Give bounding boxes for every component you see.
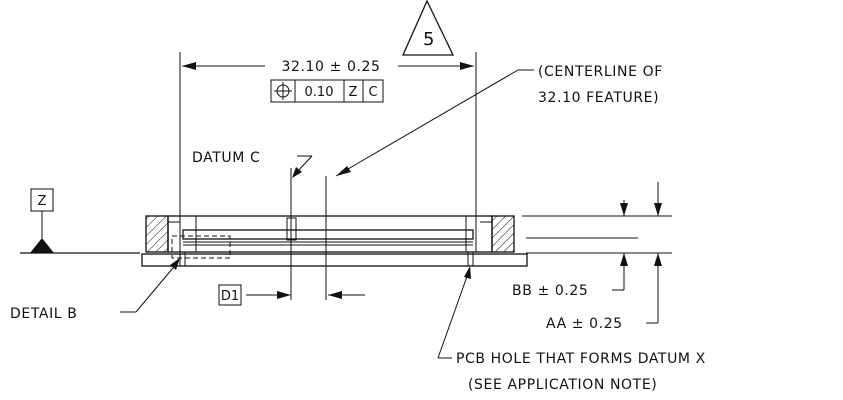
centerline-text-1: (CENTERLINE OF bbox=[538, 64, 663, 80]
position-symbol-icon bbox=[274, 82, 292, 100]
d1-dimension: D1 bbox=[218, 284, 365, 306]
fcf-datum-c: C bbox=[368, 85, 377, 100]
revision-flag-text: 5 bbox=[423, 29, 435, 50]
datum-c-callout: DATUM C bbox=[192, 150, 313, 300]
fcf-datum-z: Z bbox=[349, 85, 358, 100]
centerline-callout: (CENTERLINE OF 32.10 FEATURE) bbox=[325, 64, 663, 300]
pcb-hole-text-2: (SEE APPLICATION NOTE) bbox=[468, 377, 657, 393]
part-body bbox=[20, 215, 528, 267]
detail-b-text: DETAIL B bbox=[10, 306, 77, 322]
datum-c-text: DATUM C bbox=[192, 150, 260, 166]
vertical-dimensions: BB ± 0.25 AA ± 0.25 bbox=[512, 182, 672, 332]
aa-text: AA ± 0.25 bbox=[546, 316, 623, 332]
d1-text: D1 bbox=[221, 289, 239, 304]
fcf-tolerance: 0.10 bbox=[305, 85, 334, 100]
datum-z-text: Z bbox=[38, 194, 47, 209]
bb-text: BB ± 0.25 bbox=[512, 283, 588, 299]
feature-control-frame: 0.10 Z C bbox=[270, 79, 384, 103]
width-dimension-text: 32.10 ± 0.25 bbox=[281, 59, 380, 75]
width-dimension: 32.10 ± 0.25 bbox=[179, 52, 477, 240]
pcb-hole-text-1: PCB HOLE THAT FORMS DATUM X bbox=[456, 351, 706, 367]
detail-b-callout: DETAIL B bbox=[10, 258, 180, 322]
pcb-hole-callout: PCB HOLE THAT FORMS DATUM X (SEE APPLICA… bbox=[437, 266, 706, 393]
datum-z-symbol: Z bbox=[30, 188, 54, 253]
centerline-text-2: 32.10 FEATURE) bbox=[538, 90, 659, 106]
revision-flag: 5 bbox=[401, 0, 455, 56]
